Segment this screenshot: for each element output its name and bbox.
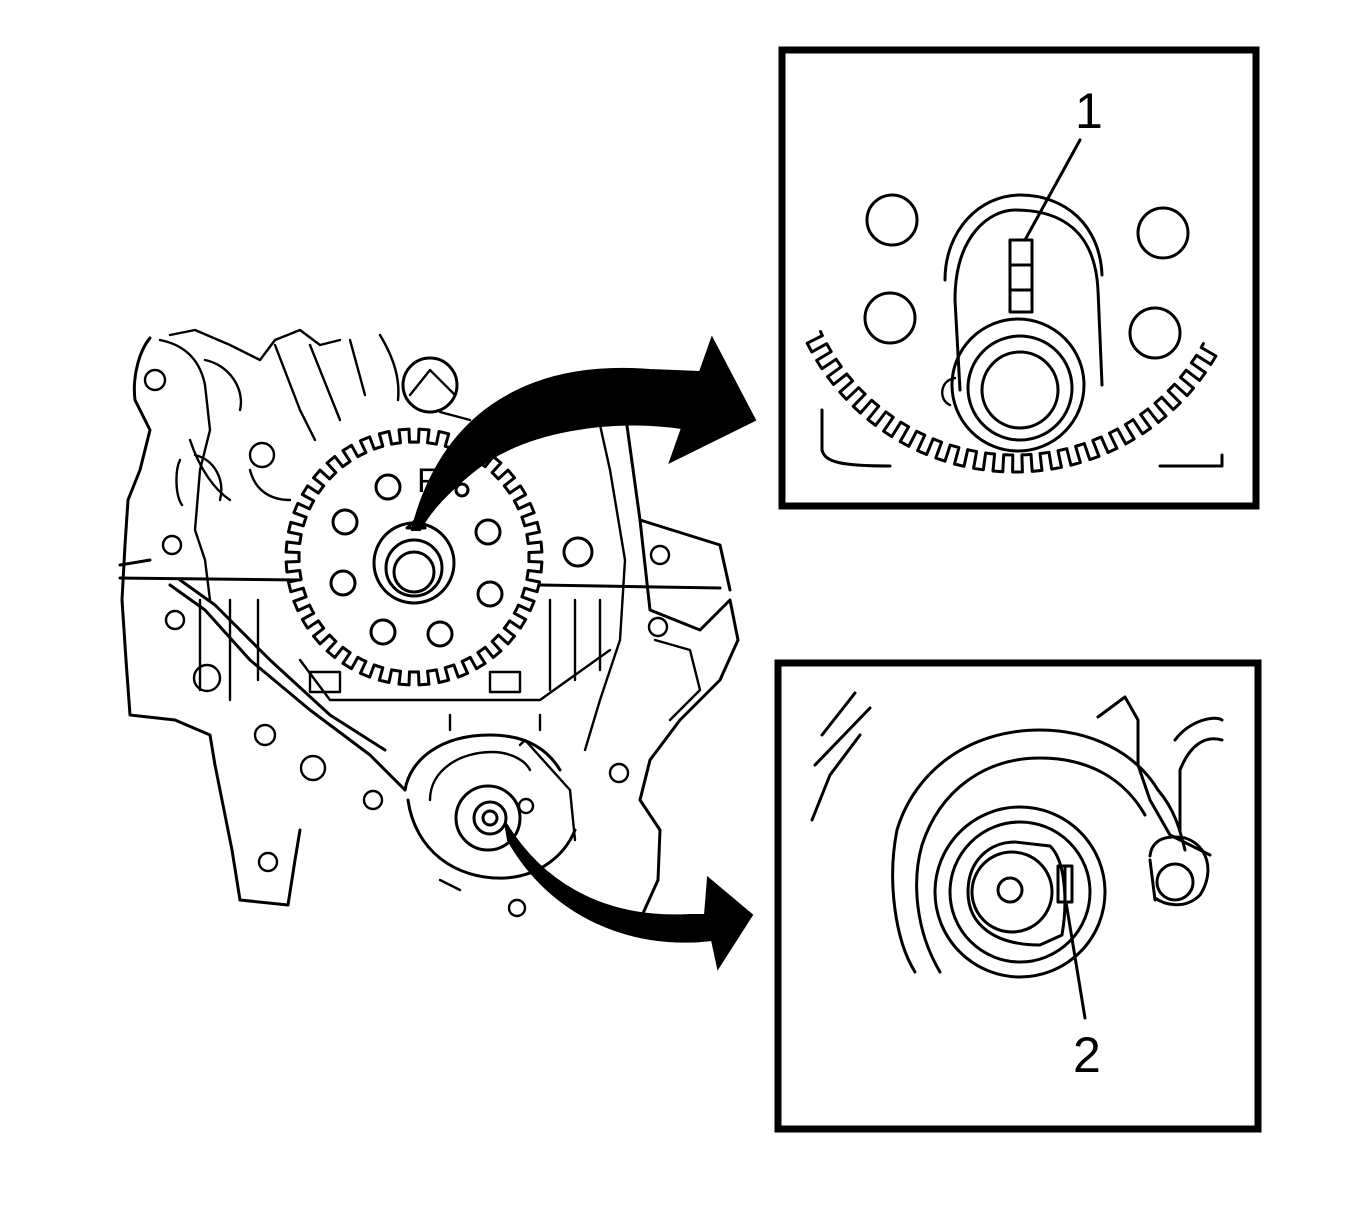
block-hole bbox=[192, 663, 222, 693]
cover-split-line bbox=[118, 518, 732, 592]
engine-front-view: F bbox=[118, 328, 757, 971]
detail-1-hole bbox=[865, 193, 919, 247]
detail-1-hole bbox=[863, 291, 917, 345]
callout-2-leader bbox=[1064, 900, 1087, 1020]
engine-block-outline bbox=[120, 336, 242, 902]
detail-1-hole bbox=[1136, 206, 1190, 260]
detail-1-nose-face-inner bbox=[980, 350, 1060, 430]
detail-1-nose-face-outer bbox=[950, 317, 1086, 453]
callout-1: 1 bbox=[1075, 83, 1103, 139]
cam-bolt-boss bbox=[401, 356, 459, 414]
oil-pan-lines bbox=[198, 598, 602, 702]
detail-1-block-edges bbox=[820, 408, 1224, 468]
detail-2-pump-ring bbox=[948, 820, 1092, 964]
block-hole bbox=[608, 762, 630, 784]
pump-flat-marker bbox=[517, 797, 535, 815]
block-hole bbox=[161, 534, 183, 556]
sprocket-holes bbox=[329, 473, 504, 648]
detail-2-shaft-collar bbox=[970, 850, 1054, 934]
detail-2-lug bbox=[1148, 835, 1210, 907]
detail-2-pump-outer bbox=[933, 805, 1107, 979]
detail-1-nose-face-mid bbox=[966, 334, 1074, 442]
engine-block-lower-left bbox=[238, 828, 302, 907]
block-hole bbox=[164, 609, 186, 631]
cover-right-edge bbox=[618, 373, 740, 922]
block-hole bbox=[647, 616, 669, 638]
detail-2-lug-hole bbox=[1155, 862, 1195, 902]
cover-right-inner bbox=[583, 378, 702, 752]
block-hole bbox=[299, 754, 327, 782]
block-hole bbox=[649, 544, 671, 566]
detail-view-1: 1 bbox=[778, 46, 1260, 510]
detail-2-frame bbox=[774, 659, 1262, 1133]
arrow-to-detail-1 bbox=[410, 335, 757, 531]
detail-2-flat bbox=[1056, 864, 1074, 904]
detail-2-shaft-end bbox=[996, 876, 1024, 904]
block-casting-top bbox=[168, 328, 342, 502]
pump-shaft-mid bbox=[472, 800, 508, 836]
pump-housing-inner bbox=[428, 738, 577, 842]
detail-1-crank-nose bbox=[943, 193, 1104, 392]
lower-bolts bbox=[298, 648, 612, 702]
pump-shaft-outer bbox=[454, 784, 522, 852]
pump-shaft-inner bbox=[481, 809, 499, 827]
block-inner-left bbox=[158, 338, 212, 602]
pump-housing-outer bbox=[403, 733, 577, 880]
block-hole bbox=[143, 368, 167, 392]
block-hole bbox=[253, 723, 277, 747]
detail-view-2: 2 bbox=[774, 659, 1262, 1133]
arrow-to-detail-2 bbox=[504, 821, 754, 971]
block-hole bbox=[257, 851, 279, 873]
block-hole bbox=[507, 898, 527, 918]
sprocket-hub-mid bbox=[384, 538, 444, 598]
sprocket-hub-inner bbox=[392, 550, 436, 594]
callout-1-leader bbox=[1023, 138, 1082, 242]
detail-1-sprocket-teeth bbox=[805, 330, 1218, 474]
idler-bolt bbox=[562, 536, 594, 568]
detail-1-boss bbox=[941, 376, 957, 407]
callout-2: 2 bbox=[1073, 1027, 1101, 1083]
crank-sprocket-teeth bbox=[284, 427, 544, 687]
cover-diagonal-edge bbox=[168, 578, 407, 792]
detail-1-hole bbox=[1128, 306, 1182, 360]
block-casting-ribs bbox=[273, 333, 400, 442]
block-hole bbox=[248, 441, 276, 469]
cam-bolt-inner bbox=[408, 368, 472, 422]
detail-2-housing-arc bbox=[891, 728, 1187, 974]
detail-1-frame bbox=[778, 46, 1260, 510]
block-left-bosses bbox=[175, 453, 292, 507]
block-hole bbox=[362, 789, 384, 811]
